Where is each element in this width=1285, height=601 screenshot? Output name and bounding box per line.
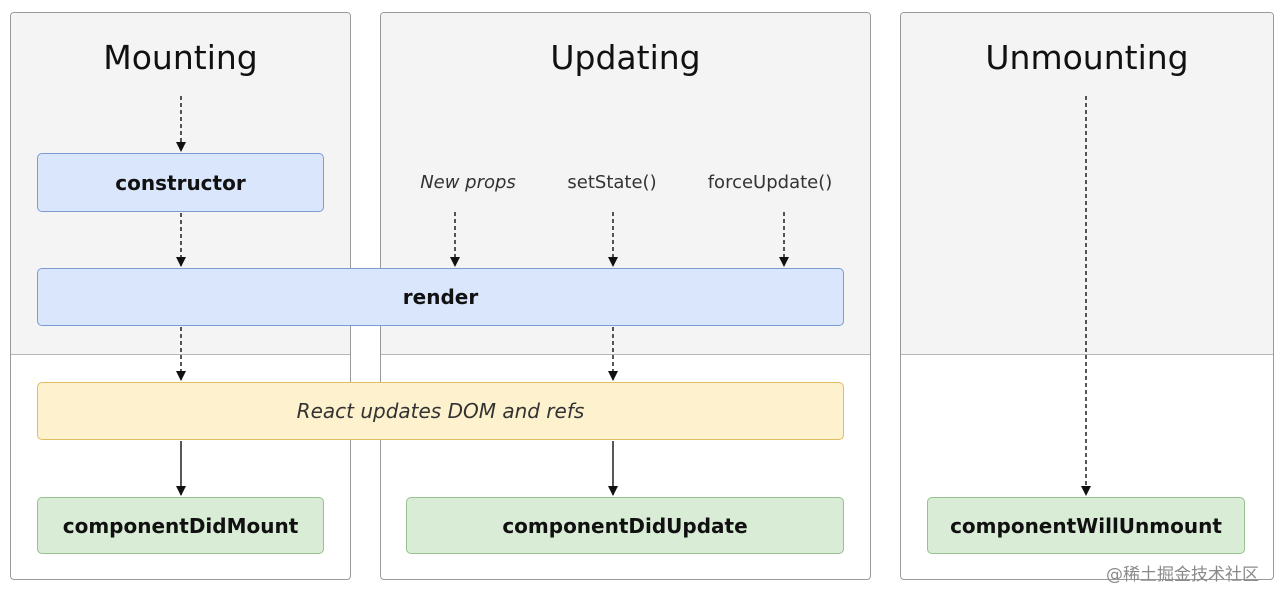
trigger-set-state: setState() (567, 172, 657, 193)
react-updates-dom-box: React updates DOM and refs (37, 382, 844, 440)
mounting-title: Mounting (103, 38, 258, 77)
watermark: @稀土掘金技术社区 (1106, 565, 1259, 585)
constructor-box: constructor (37, 153, 324, 212)
component-will-unmount-box: componentWillUnmount (927, 497, 1245, 554)
updating-title: Updating (550, 38, 701, 77)
render-box: render (37, 268, 844, 326)
unmounting-render-phase-area (901, 13, 1273, 355)
unmounting-panel (900, 12, 1274, 580)
component-did-mount-box: componentDidMount (37, 497, 324, 554)
trigger-force-update: forceUpdate() (707, 172, 833, 193)
unmounting-title: Unmounting (985, 38, 1189, 77)
trigger-new-props: New props (420, 172, 516, 193)
component-did-update-box: componentDidUpdate (406, 497, 844, 554)
